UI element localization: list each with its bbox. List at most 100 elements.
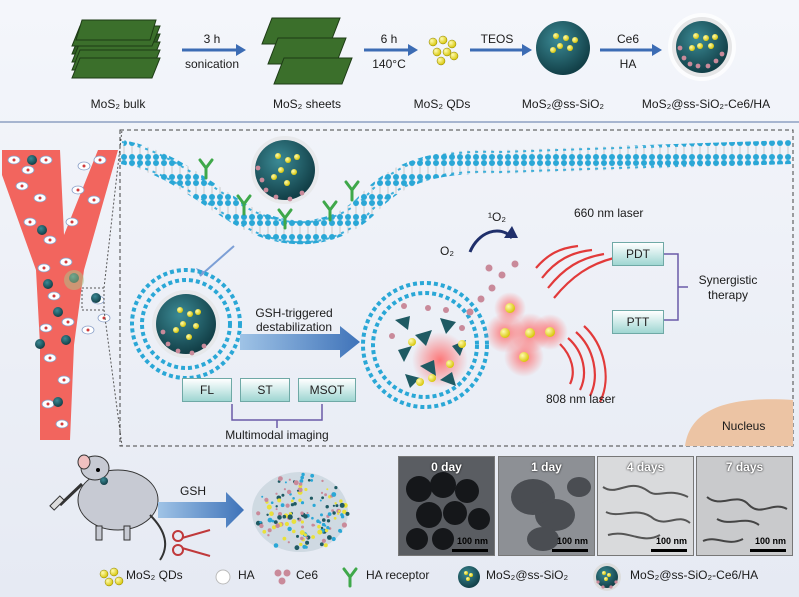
fragment-dot xyxy=(325,505,329,509)
fragment-dot xyxy=(259,523,264,529)
fragment-dot xyxy=(326,488,329,491)
laser-660-waves xyxy=(535,244,615,299)
fragment-dot xyxy=(300,475,304,480)
fragment-dot xyxy=(256,511,261,516)
scale-label: 100 nm xyxy=(754,536,786,546)
fragment-dot xyxy=(278,476,283,481)
fragment-dot xyxy=(271,525,277,530)
fragment-dot xyxy=(290,499,294,503)
endosome-destabilized xyxy=(361,281,489,409)
fragment-dot xyxy=(284,481,287,484)
fragment-dot xyxy=(311,523,315,527)
legend-final-icon xyxy=(593,563,621,591)
fragment-dot xyxy=(299,542,303,547)
fragment-dot xyxy=(333,516,337,520)
fragment-dot xyxy=(275,523,280,528)
legend-ce6-label: Ce6 xyxy=(296,568,319,582)
scale-bar xyxy=(552,549,588,552)
legend-ce6-icon xyxy=(274,569,291,585)
fragment-dot xyxy=(299,479,304,483)
label-gsh-triggered: GSH-triggered xyxy=(255,306,333,320)
final-nanoparticle xyxy=(668,13,736,81)
mouse-illustration xyxy=(49,454,167,561)
mos2-sheets xyxy=(261,17,353,85)
fragment-dot xyxy=(310,479,314,482)
imaging-bracket xyxy=(231,404,323,428)
fragment-dot xyxy=(328,527,330,530)
fragment-dot xyxy=(267,528,272,533)
fragment-dot xyxy=(288,478,291,481)
fragment-dot xyxy=(332,511,336,515)
label-multimodal-imaging: Multimodal imaging xyxy=(225,428,329,442)
nucleus xyxy=(685,399,793,446)
fragment-dot xyxy=(311,516,314,520)
fragment-dot xyxy=(267,517,273,523)
fragment-dot xyxy=(317,524,321,529)
fragment-dot xyxy=(303,533,307,537)
degraded-particle-cloud xyxy=(255,472,350,551)
fragment-dot xyxy=(301,472,305,477)
mos2-bulk-stack xyxy=(71,19,161,79)
fragment-dot xyxy=(342,509,347,514)
label-mos2-ss-sio2: MoS₂@ss-SiO₂ xyxy=(521,97,605,111)
msot-box: MSOT xyxy=(298,378,356,402)
fragment-dot xyxy=(286,489,292,495)
fragment-dot xyxy=(310,473,315,478)
tem-particles xyxy=(702,496,788,543)
label-mos2-qds: MoS₂ QDs xyxy=(413,97,471,111)
legend-final-label: MoS₂@ss-SiO₂-Ce6/HA xyxy=(630,568,759,582)
fragment-dot xyxy=(287,526,292,532)
arrow-teos xyxy=(470,44,532,56)
fragment-dot xyxy=(321,538,326,543)
scale-bar xyxy=(750,549,786,552)
fragment-dot xyxy=(320,526,324,530)
scale-label: 100 nm xyxy=(456,536,488,546)
gsh-triggered-arrow xyxy=(240,326,360,358)
fragment-dot xyxy=(300,520,304,524)
scissors-icon xyxy=(172,529,211,557)
ha-receptors xyxy=(198,158,360,230)
fragment-dot xyxy=(317,529,323,535)
fragment-dot xyxy=(292,529,296,534)
label-step1-time: 3 h xyxy=(203,32,221,46)
fl-box: FL xyxy=(182,378,232,402)
label-mos2-sheets: MoS₂ sheets xyxy=(272,97,342,111)
fragment-dot xyxy=(304,487,308,492)
fragment-dot xyxy=(281,493,285,497)
fragment-dot xyxy=(273,520,278,524)
fragment-dot xyxy=(267,534,270,537)
fragment-dot xyxy=(292,497,295,500)
cell-panel xyxy=(119,129,794,447)
fragment-dot xyxy=(261,495,264,498)
tem-image-7-days: 7 days 100 nm xyxy=(696,456,793,556)
fragment-dot xyxy=(321,479,324,483)
fragment-dot xyxy=(298,498,302,502)
fragment-dot xyxy=(287,541,290,544)
fragment-dot xyxy=(345,511,350,516)
fragment-dot xyxy=(339,502,345,508)
fragment-dot xyxy=(305,540,310,545)
scale-bar xyxy=(452,549,488,552)
fragment-dot xyxy=(341,522,347,528)
arrow-hydrothermal xyxy=(364,44,418,56)
fragment-dot xyxy=(285,503,290,508)
fragment-dot xyxy=(259,521,262,524)
fragment-dot xyxy=(273,543,279,548)
legend-ss-icon xyxy=(458,566,480,588)
fragment-dot xyxy=(280,503,285,508)
tem-day-label: 7 days xyxy=(725,460,764,474)
fragment-dot xyxy=(319,499,322,502)
fragment-dot xyxy=(300,511,304,515)
fragment-dot xyxy=(307,479,311,482)
therapy-bracket xyxy=(664,253,688,321)
label-mos2-bulk: MoS₂ bulk xyxy=(90,97,146,111)
fragment-dot xyxy=(293,502,297,506)
fragment-dot xyxy=(324,493,327,497)
fragment-dot xyxy=(309,496,313,500)
escaped-qds xyxy=(466,260,568,377)
fragment-dot xyxy=(283,488,286,491)
cell-membrane xyxy=(119,140,793,245)
fragment-dot xyxy=(323,543,328,548)
fragment-dot xyxy=(340,515,345,519)
